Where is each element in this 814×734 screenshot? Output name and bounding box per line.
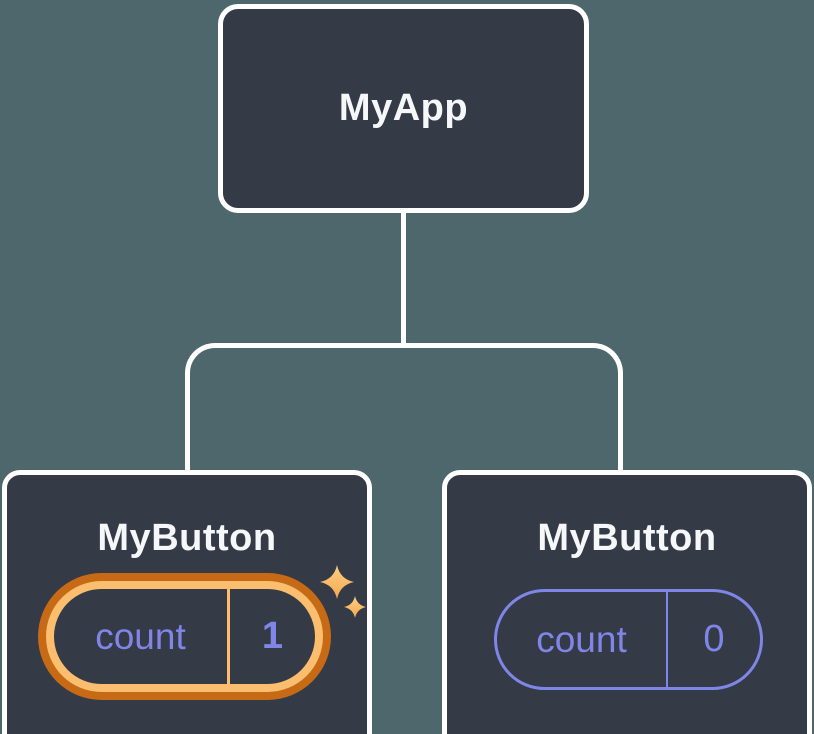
child-left-label: MyButton xyxy=(97,517,277,559)
child-right-label: MyButton xyxy=(537,517,717,559)
state-value-label: 1 xyxy=(261,615,284,657)
tree-node-root: MyApp xyxy=(218,4,589,213)
state-value-cell: 1 xyxy=(230,589,315,684)
sparkle-icon xyxy=(320,565,366,618)
state-highlight-ring-inner: count 1 xyxy=(46,581,323,692)
state-highlight-ring-outer: count 1 xyxy=(38,573,331,700)
state-name-label: count xyxy=(536,618,627,660)
connector-stem xyxy=(401,211,406,348)
tree-node-child-left: MyButton count 1 xyxy=(2,470,372,734)
state-value-cell: 0 xyxy=(668,592,760,687)
sparkle-small-star xyxy=(344,596,366,618)
sparkle-big-star xyxy=(320,565,354,599)
tree-node-child-right: MyButton count 0 xyxy=(442,470,812,734)
state-pill: count 0 xyxy=(494,589,763,690)
state-name-cell: count xyxy=(54,589,230,684)
state-pill-highlighted: count 1 xyxy=(54,589,315,684)
root-node-label: MyApp xyxy=(338,87,469,129)
state-name-cell: count xyxy=(497,592,668,687)
connector-bracket xyxy=(185,343,623,470)
state-name-label: count xyxy=(95,615,186,657)
state-value-label: 0 xyxy=(703,618,725,660)
